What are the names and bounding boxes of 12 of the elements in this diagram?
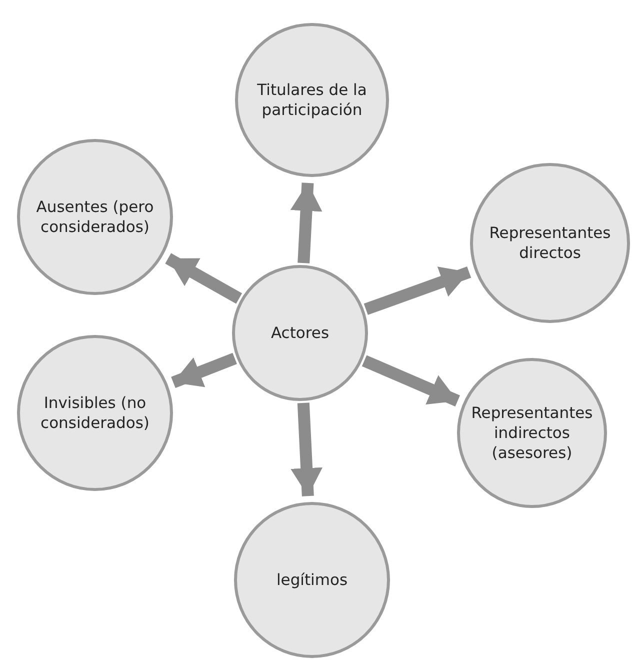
arrow [290, 182, 322, 264]
node-label: Actores [270, 322, 330, 344]
node-label: Titulares de la participación [256, 80, 368, 120]
arrow [165, 253, 242, 304]
node-label: Representantes directos [488, 222, 612, 264]
arrow [362, 355, 460, 406]
arrow [364, 266, 472, 315]
node-label: Representantes indirectos (asesores) [470, 402, 594, 464]
node-label: Invisibles (no considerados) [40, 392, 150, 434]
arrow [290, 402, 323, 496]
node-label: legítimos [275, 570, 349, 590]
node-label: Ausentes (pero considerados) [35, 196, 155, 238]
